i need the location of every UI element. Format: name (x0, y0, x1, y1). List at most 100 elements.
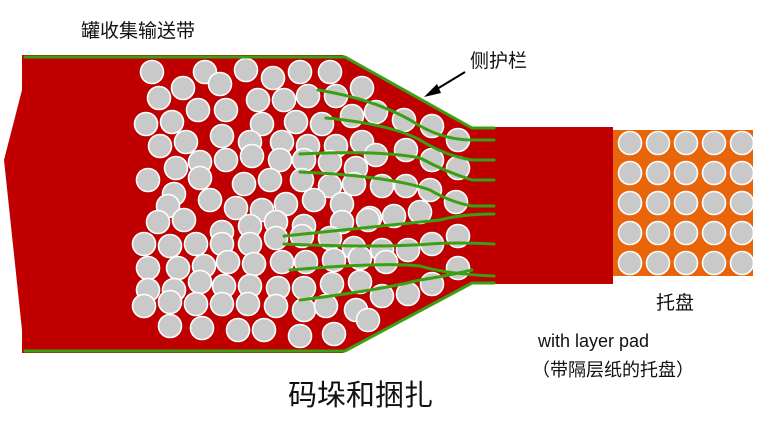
conveyor-label: 罐收集输送带 (81, 20, 196, 42)
can (317, 59, 343, 85)
can (341, 171, 367, 197)
can (287, 59, 313, 85)
pallet-can (701, 190, 727, 216)
can (283, 109, 309, 135)
can (260, 65, 286, 91)
pallet-can (645, 130, 671, 156)
can (183, 231, 209, 257)
can (339, 103, 365, 129)
can (395, 237, 421, 263)
can (313, 293, 339, 319)
can (245, 87, 271, 113)
can (189, 315, 215, 341)
can (257, 167, 283, 193)
can (157, 289, 183, 315)
pallet-can (673, 160, 699, 186)
pallet-can (645, 250, 671, 276)
can (349, 75, 375, 101)
stacking-label: 码垛和捆扎 (288, 378, 434, 412)
can (213, 147, 239, 173)
can (347, 269, 373, 295)
can (183, 291, 209, 317)
can (157, 233, 183, 259)
pallet-label: 托盘 (656, 292, 695, 314)
can (165, 255, 191, 281)
can (295, 83, 321, 109)
guard-rail (298, 151, 496, 182)
pallet-can (673, 250, 699, 276)
can (233, 57, 259, 83)
pallet-can (701, 220, 727, 246)
can (187, 165, 213, 191)
can (135, 255, 161, 281)
pallet-can (759, 192, 765, 215)
can (267, 147, 293, 173)
can (287, 323, 313, 349)
can (131, 293, 157, 319)
side-guard-arrowhead (424, 84, 441, 97)
can (173, 129, 199, 155)
pallet-can (673, 220, 699, 246)
pallet-can (759, 132, 765, 155)
can (139, 59, 165, 85)
pallet-can (729, 250, 753, 276)
can (209, 291, 235, 317)
can (133, 111, 159, 137)
can (135, 167, 161, 193)
can (185, 97, 211, 123)
pallet-can (759, 222, 765, 245)
can (237, 231, 263, 257)
can (159, 109, 185, 135)
can (263, 225, 289, 251)
guard-rail (298, 268, 474, 302)
layer-pad-cn-label: （带隔层纸的托盘） (532, 360, 694, 381)
guard-rail (282, 212, 496, 238)
can (239, 143, 265, 169)
can (223, 195, 249, 221)
pallet-can (645, 190, 671, 216)
pallet-can (759, 162, 765, 185)
can (131, 231, 157, 257)
pallet-can (759, 252, 765, 275)
can (381, 203, 407, 229)
can (231, 171, 257, 197)
can (321, 321, 347, 347)
can (207, 71, 233, 97)
can (355, 307, 381, 333)
pallet-can (729, 130, 753, 156)
can-cluster (131, 57, 471, 349)
can (146, 85, 172, 111)
pallet-can (617, 160, 643, 186)
can (289, 167, 315, 193)
pallet-can (673, 190, 699, 216)
can (235, 291, 261, 317)
can (225, 317, 251, 343)
can (147, 133, 173, 159)
guard-rail (324, 116, 496, 162)
pallet-can (729, 160, 753, 186)
pallet-can (617, 250, 643, 276)
guard-rail (23, 281, 496, 353)
pallet-can (729, 220, 753, 246)
can (170, 75, 196, 101)
can (263, 293, 289, 319)
pallet-can (701, 160, 727, 186)
guard-rails (23, 55, 496, 353)
pallet-can (645, 220, 671, 246)
pallet-can (617, 220, 643, 246)
guard-rail (23, 55, 496, 130)
pallet-can (645, 160, 671, 186)
layer-pad-label: with layer pad (538, 331, 650, 351)
can (271, 87, 297, 113)
can (301, 187, 327, 213)
side-guard-label: 侧护栏 (470, 50, 528, 72)
can (213, 97, 239, 123)
pallet-can (701, 250, 727, 276)
can (319, 271, 345, 297)
pallet-can (729, 190, 753, 216)
can (269, 249, 295, 275)
can (309, 111, 335, 137)
can (215, 249, 241, 275)
can (241, 251, 267, 277)
